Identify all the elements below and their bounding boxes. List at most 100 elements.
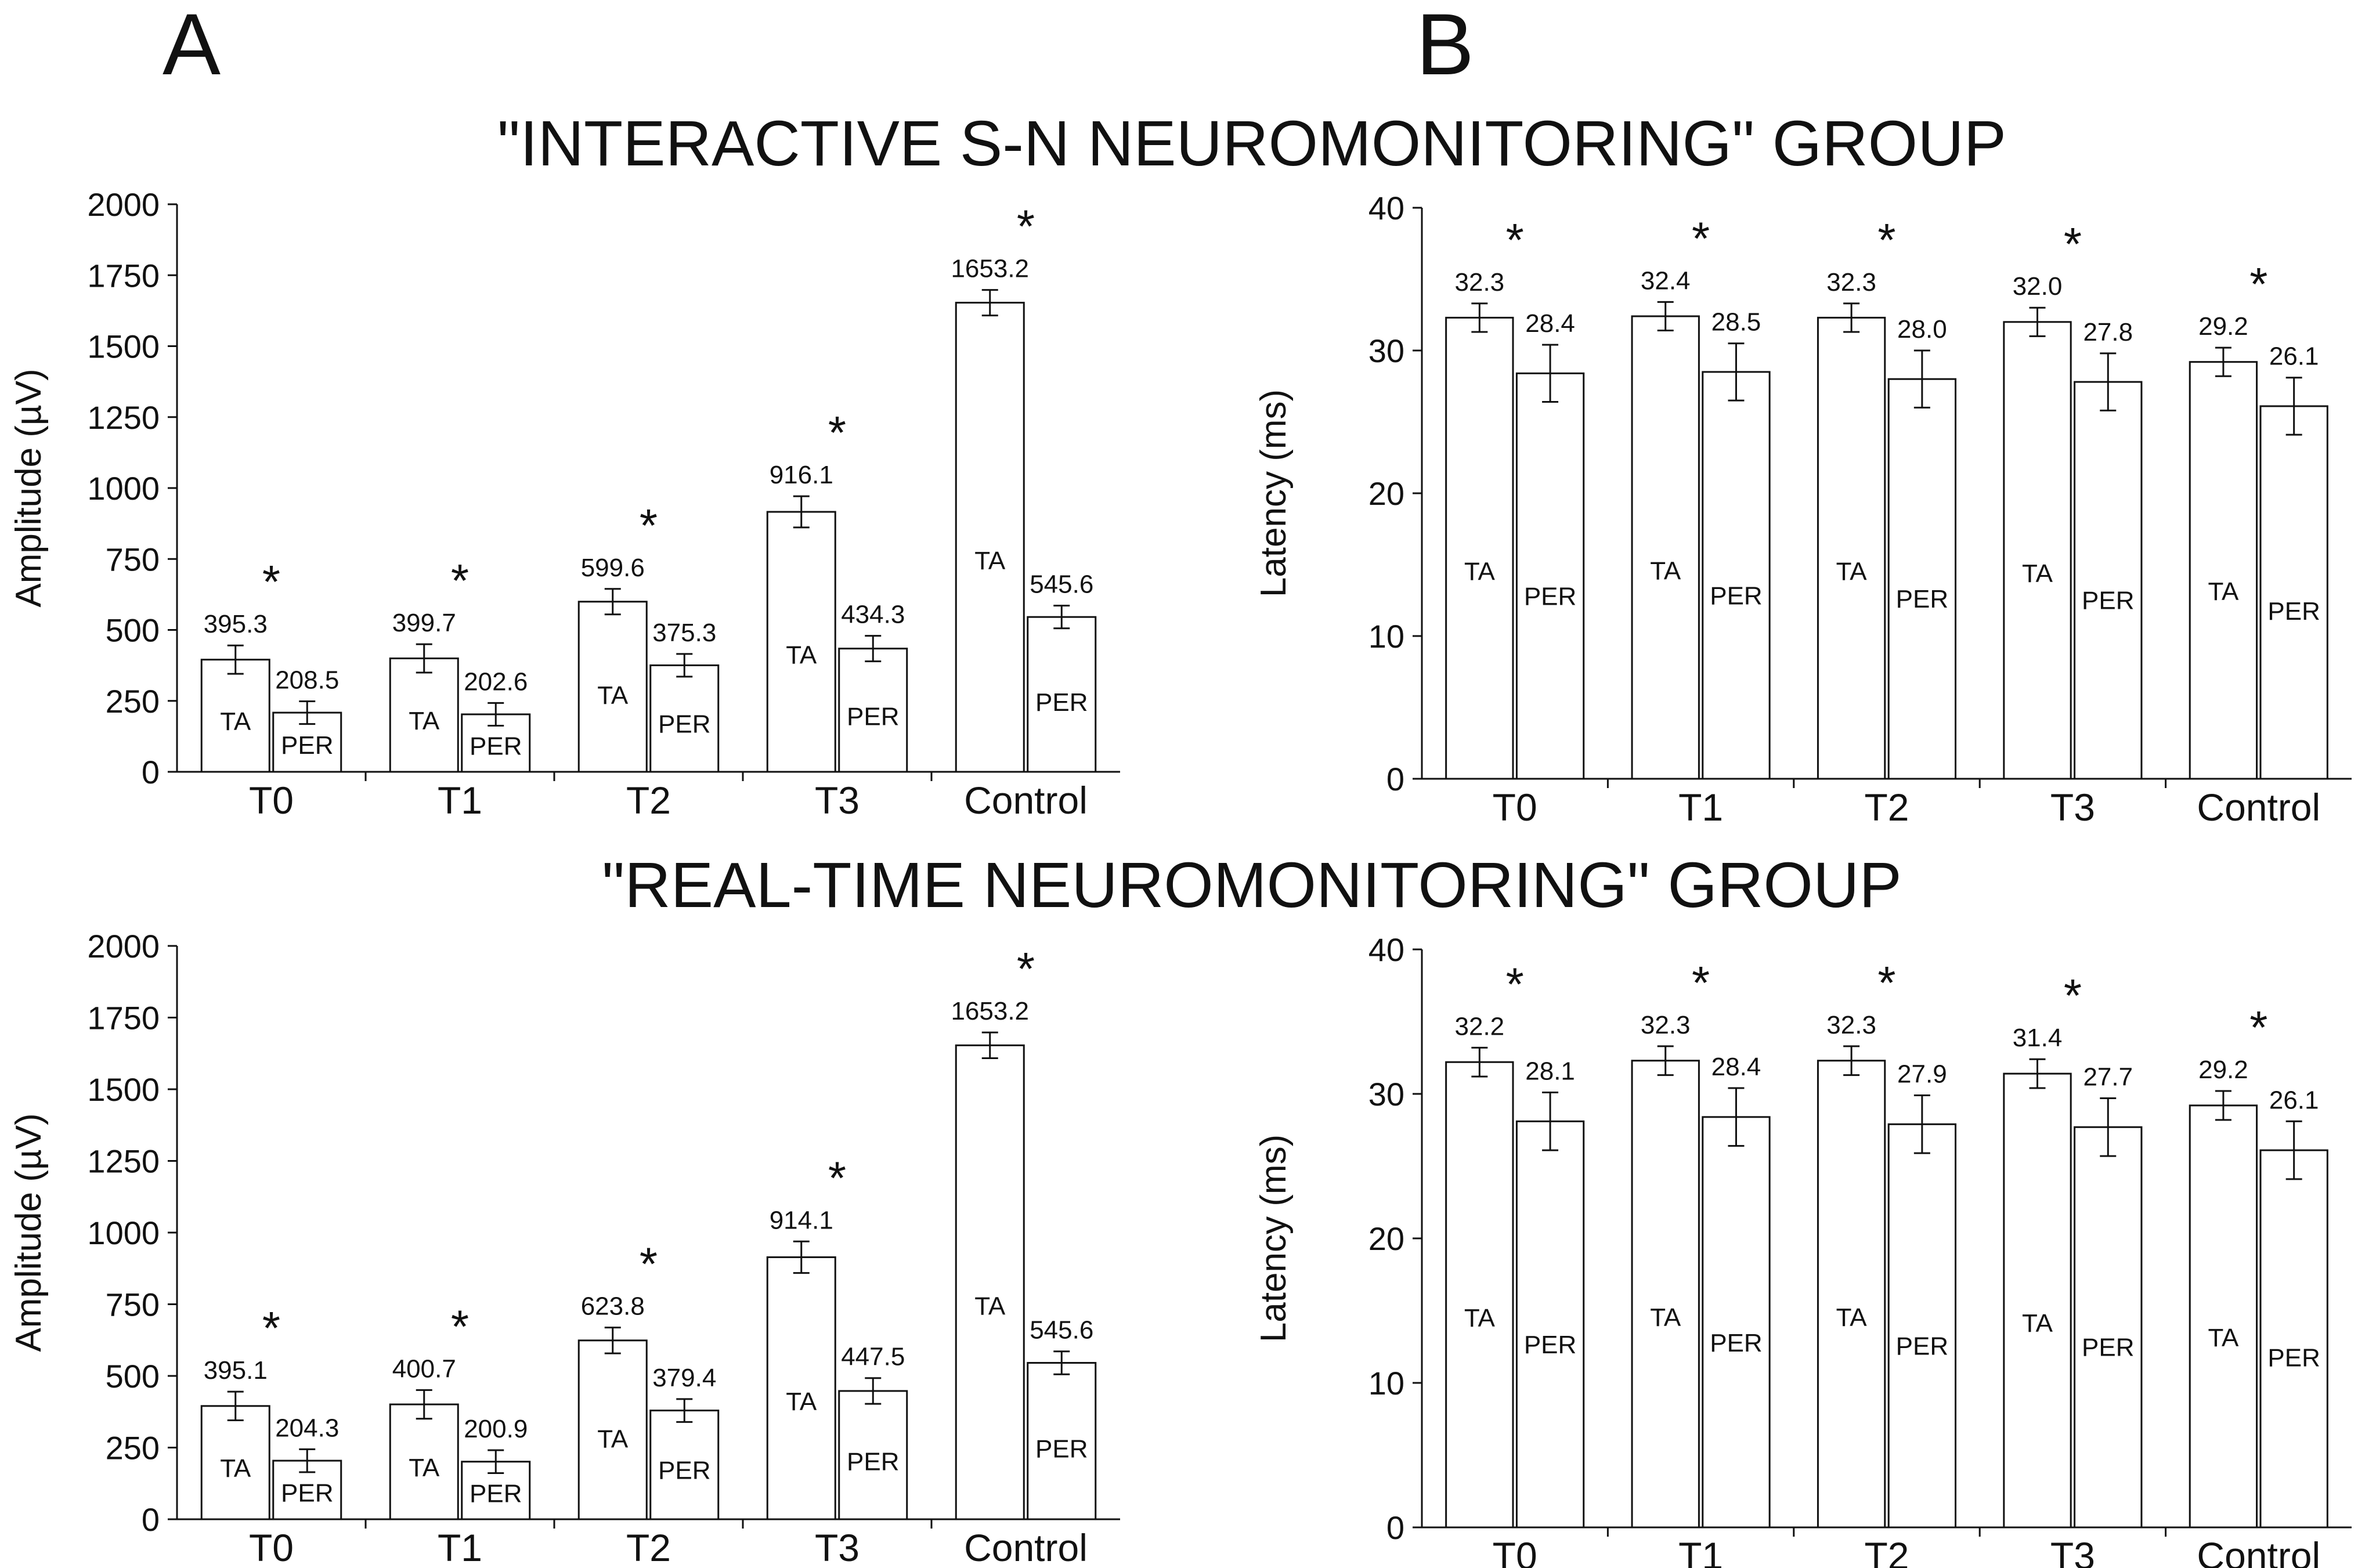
bar-series-label: PER bbox=[2267, 1344, 2320, 1372]
y-tick-label: 750 bbox=[106, 1287, 160, 1323]
y-tick-label: 1250 bbox=[87, 1143, 160, 1180]
data-label: 399.7 bbox=[392, 609, 456, 637]
y-tick-label: 500 bbox=[106, 612, 160, 649]
data-label: 32.3 bbox=[1826, 268, 1876, 297]
significance-marker: * bbox=[828, 1152, 846, 1204]
significance-marker: * bbox=[2064, 218, 2082, 270]
bar-series-label: PER bbox=[1710, 582, 1762, 610]
bar-ta bbox=[955, 302, 1025, 773]
y-tick-label: 40 bbox=[1368, 190, 1404, 226]
data-label: 623.8 bbox=[581, 1292, 645, 1321]
data-label: 1653.2 bbox=[951, 255, 1029, 283]
bar-series-label: TA bbox=[597, 681, 629, 710]
y-tick-label: 30 bbox=[1368, 333, 1404, 369]
x-tick-label: Control bbox=[2197, 1534, 2320, 1568]
bar-ta bbox=[766, 1256, 836, 1520]
bar-ta bbox=[1631, 315, 1700, 780]
significance-marker: * bbox=[828, 407, 846, 458]
bar-ta bbox=[577, 1339, 648, 1520]
x-tick-label: Control bbox=[964, 1526, 1088, 1568]
bar-series-label: TA bbox=[2208, 1324, 2239, 1352]
y-tick-label: 0 bbox=[1386, 1509, 1404, 1546]
bar-series-label: PER bbox=[847, 1448, 899, 1476]
data-label: 208.5 bbox=[275, 666, 339, 694]
bar-per bbox=[1887, 378, 1957, 780]
charts: 025050075010001250150017502000Amplitude … bbox=[9, 186, 2352, 1568]
bar-per bbox=[2259, 1149, 2328, 1529]
y-tick-label: 1250 bbox=[87, 399, 160, 436]
data-label: 400.7 bbox=[392, 1354, 456, 1383]
bar-ta bbox=[1817, 316, 1886, 780]
data-label: 545.6 bbox=[1030, 570, 1093, 599]
bar-per bbox=[649, 1410, 720, 1520]
chart-3: 025050075010001250150017502000Amplitude … bbox=[9, 928, 1120, 1568]
bar-series-label: PER bbox=[281, 731, 333, 760]
data-label: 434.3 bbox=[841, 601, 905, 629]
x-tick-label: Control bbox=[2197, 786, 2320, 829]
y-tick-label: 250 bbox=[106, 683, 160, 720]
significance-marker: * bbox=[1877, 957, 1895, 1009]
bar-series-label: TA bbox=[1464, 557, 1496, 586]
y-tick-label: 1000 bbox=[87, 470, 160, 507]
data-label: 204.3 bbox=[275, 1414, 339, 1442]
x-tick-label: T3 bbox=[2050, 1534, 2095, 1568]
bar-per bbox=[1515, 372, 1585, 780]
group-title-interactive: "INTERACTIVE S-N NEUROMONITORING" GROUP bbox=[497, 108, 2006, 179]
data-label: 27.8 bbox=[2083, 318, 2133, 346]
significance-marker: * bbox=[2249, 258, 2267, 310]
y-tick-label: 40 bbox=[1368, 931, 1404, 968]
bar-series-label: PER bbox=[2082, 1334, 2134, 1362]
bar-series-label: TA bbox=[409, 1454, 440, 1482]
bar-series-label: PER bbox=[658, 710, 710, 738]
data-label: 32.3 bbox=[1641, 1011, 1691, 1039]
x-tick-label: T2 bbox=[626, 1526, 671, 1568]
significance-marker: * bbox=[1692, 957, 1710, 1009]
bar-ta bbox=[1817, 1060, 1886, 1529]
bar-series-label: PER bbox=[847, 702, 899, 731]
y-tick-label: 10 bbox=[1368, 618, 1404, 655]
data-label: 375.3 bbox=[652, 619, 716, 647]
significance-marker: * bbox=[640, 1238, 658, 1290]
data-label: 32.4 bbox=[1641, 266, 1691, 295]
data-label: 27.9 bbox=[1897, 1060, 1947, 1088]
data-label: 31.4 bbox=[2013, 1024, 2063, 1052]
significance-marker: * bbox=[2249, 1002, 2267, 1053]
y-tick-label: 500 bbox=[106, 1358, 160, 1394]
data-label: 395.1 bbox=[204, 1356, 268, 1385]
x-tick-label: T1 bbox=[438, 1526, 482, 1568]
bar-series-label: TA bbox=[974, 547, 1006, 575]
bar-series-label: PER bbox=[2267, 597, 2320, 626]
y-tick-label: 1500 bbox=[87, 1071, 160, 1108]
bar-series-label: PER bbox=[470, 732, 522, 760]
significance-marker: * bbox=[640, 500, 658, 551]
bar-series-label: TA bbox=[409, 707, 440, 735]
y-axis-label: Latency (ms) bbox=[1254, 389, 1294, 597]
data-label: 395.3 bbox=[204, 610, 268, 638]
bar-series-label: TA bbox=[786, 641, 817, 669]
bar-series-label: TA bbox=[220, 707, 251, 736]
x-tick-label: T3 bbox=[815, 1526, 860, 1568]
y-tick-label: 1750 bbox=[87, 1000, 160, 1036]
bar-series-label: PER bbox=[1524, 1331, 1576, 1359]
bar-per bbox=[2074, 1126, 2143, 1529]
bar-series-label: TA bbox=[974, 1292, 1006, 1320]
data-label: 379.4 bbox=[652, 1364, 716, 1392]
panel-label-b: B bbox=[1416, 0, 1474, 93]
x-tick-label: T2 bbox=[1864, 786, 1909, 829]
data-label: 599.6 bbox=[581, 554, 645, 582]
bar-series-label: PER bbox=[1710, 1329, 1762, 1357]
x-tick-label: T0 bbox=[1493, 786, 1537, 829]
bar-series-label: TA bbox=[1836, 1303, 1868, 1332]
bar-series-label: TA bbox=[2208, 577, 2239, 606]
bar-series-label: PER bbox=[658, 1457, 710, 1485]
significance-marker: * bbox=[451, 555, 469, 606]
bar-series-label: PER bbox=[1524, 583, 1576, 611]
bar-per bbox=[1027, 1361, 1097, 1520]
panel-label-a: A bbox=[163, 0, 221, 93]
data-label: 32.2 bbox=[1455, 1012, 1505, 1040]
y-tick-label: 20 bbox=[1368, 1220, 1404, 1257]
data-label: 28.4 bbox=[1711, 1053, 1761, 1081]
chart-1: 025050075010001250150017502000Amplitude … bbox=[9, 186, 1120, 822]
y-tick-label: 10 bbox=[1368, 1365, 1404, 1401]
